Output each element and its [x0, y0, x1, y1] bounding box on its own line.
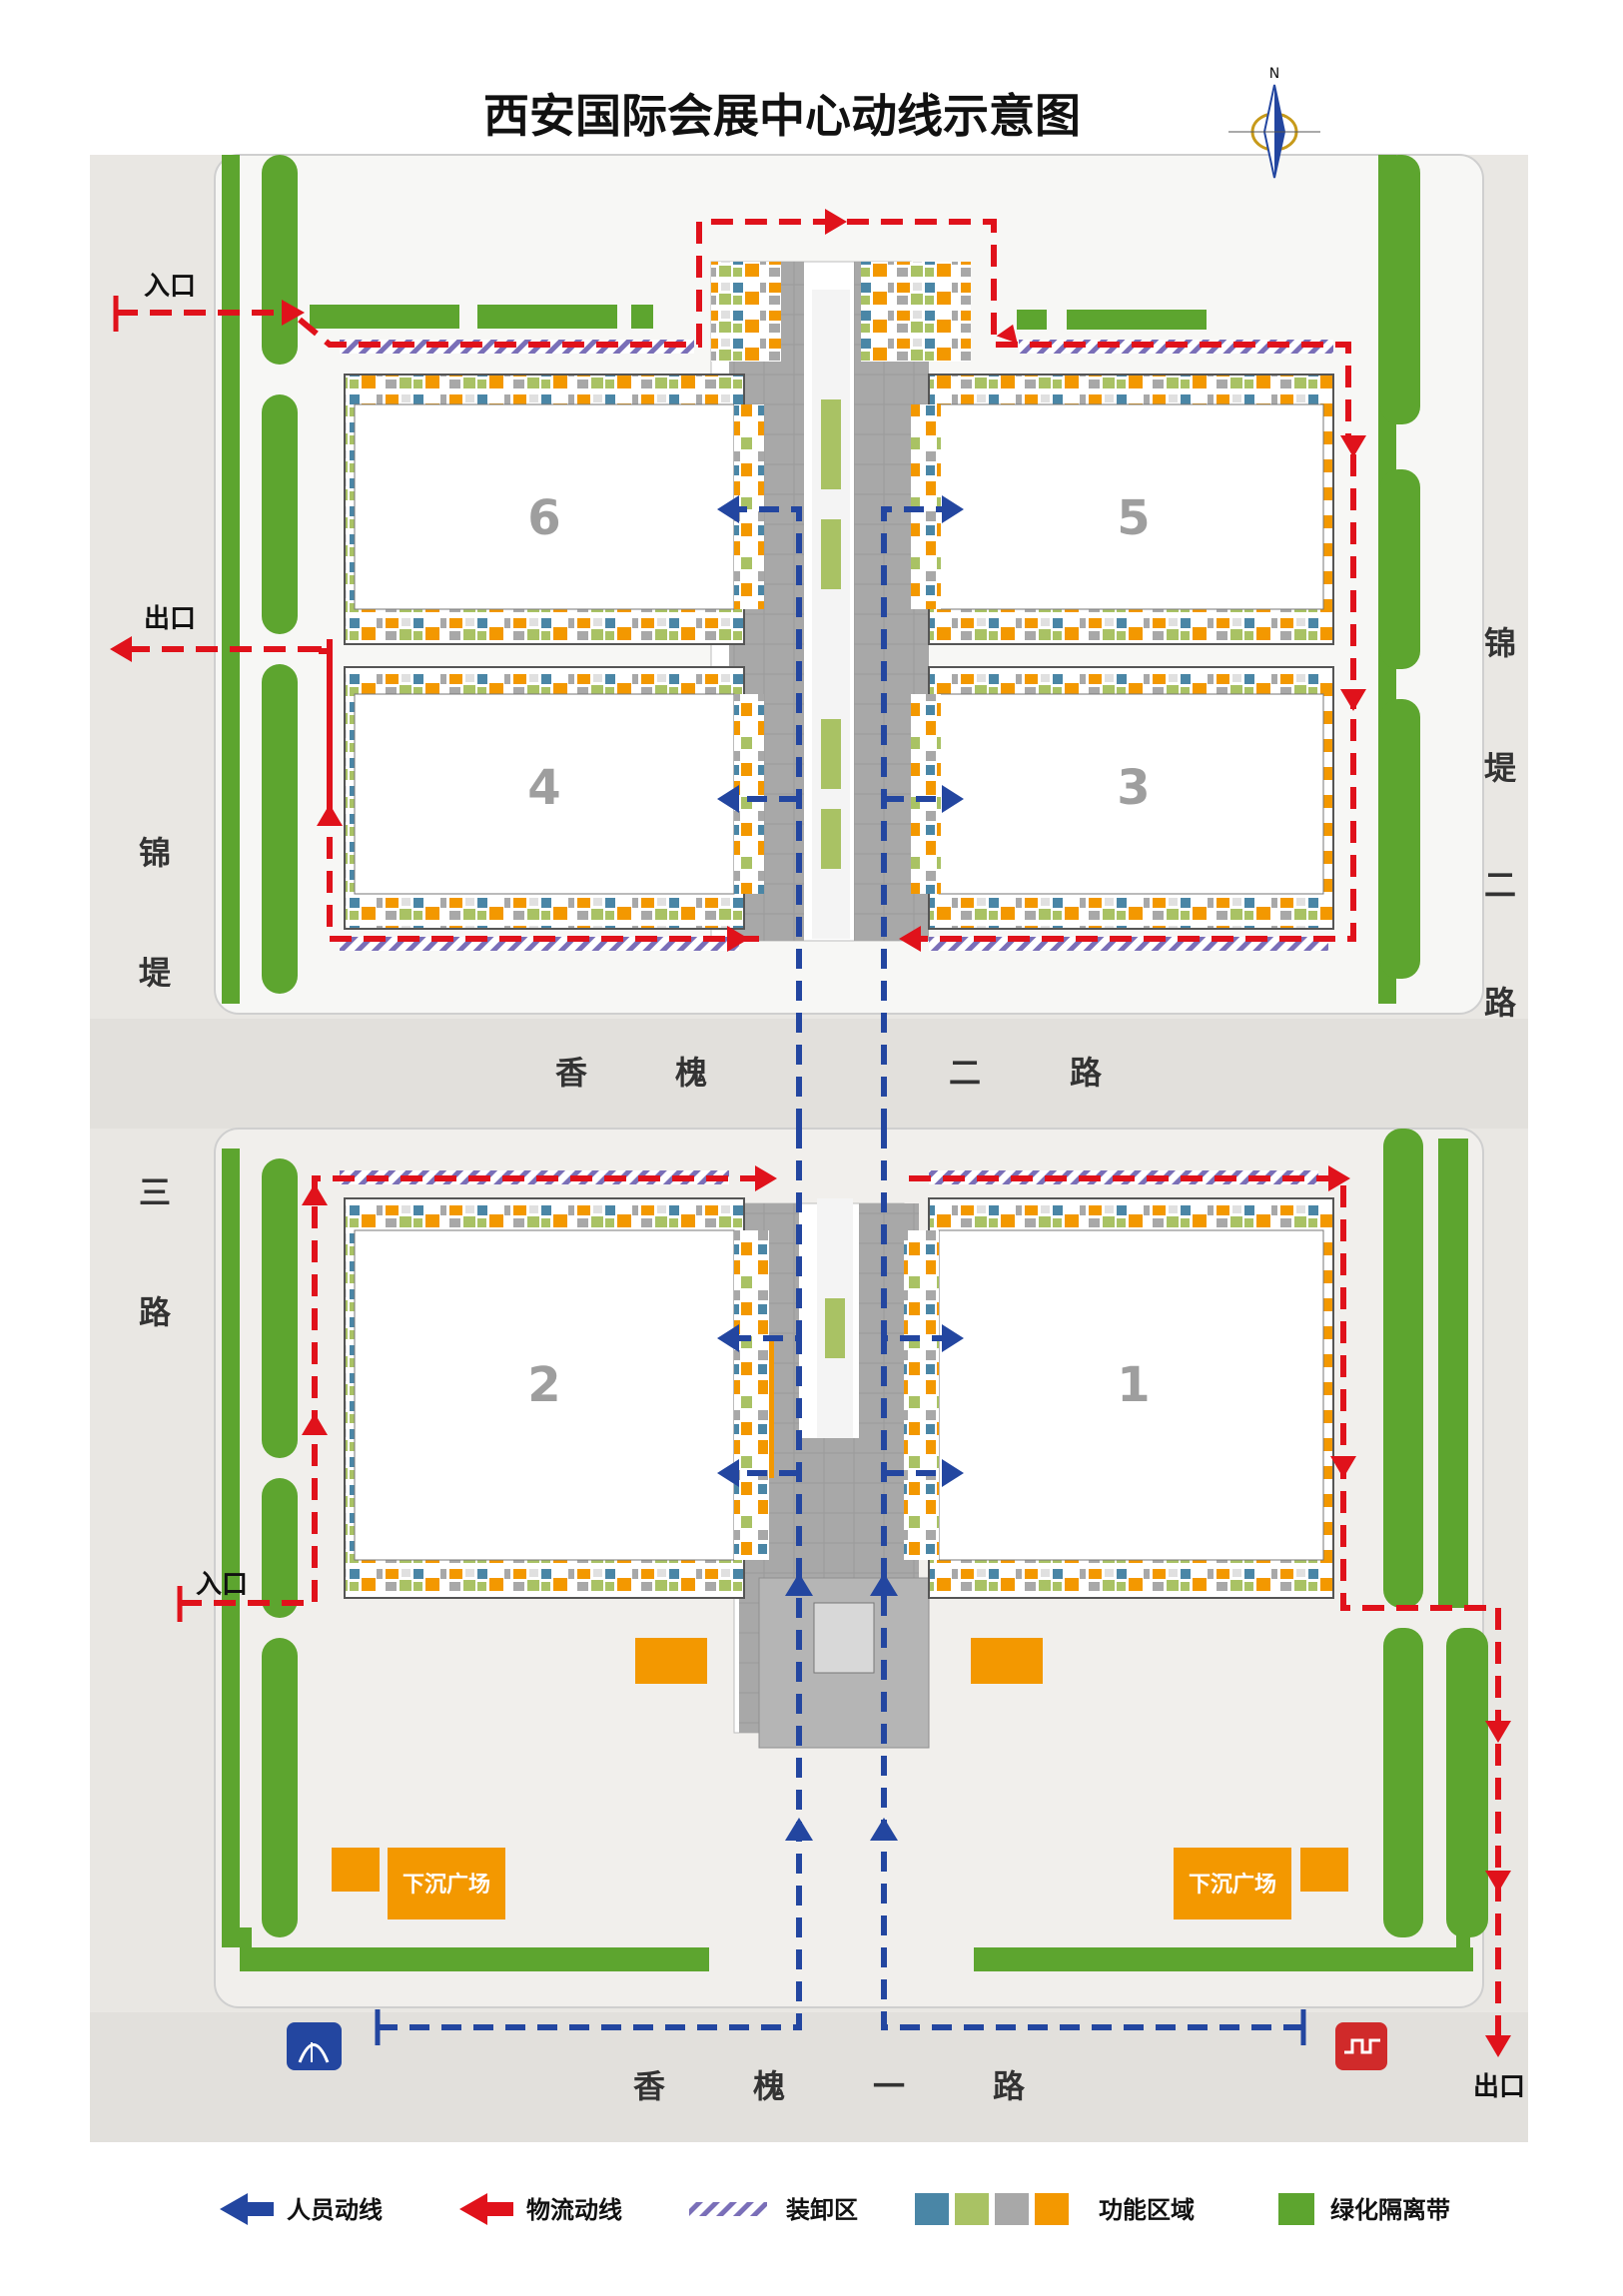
legend-person-flow-label: 人员动线	[287, 2196, 383, 2224]
hall-label-3: 3	[1117, 760, 1150, 816]
sunken-plaza-east: 下沉广场	[1174, 1848, 1291, 1919]
entry-north-label: 入口	[144, 272, 196, 302]
road-west-char-4: 路	[139, 1293, 172, 1331]
legend-person-flow: 人员动线	[220, 2193, 383, 2225]
hall-labels: 6 5 4 3 2 1	[527, 490, 1150, 1413]
map-title: 西安国际会展中心动线示意图	[483, 89, 1081, 143]
hall-label-6: 6	[527, 490, 560, 546]
road-west-char-2: 堤	[139, 954, 172, 992]
hall-label-5: 5	[1117, 490, 1150, 546]
road-middle-char-2: 槐	[675, 1054, 707, 1092]
plaza-east-label: 下沉广场	[1189, 1872, 1276, 1898]
plaza-west-label: 下沉广场	[403, 1872, 490, 1898]
road-east-char-2: 堤	[1484, 749, 1517, 787]
person-gate-bars	[375, 2009, 1306, 2045]
legend-functional-area-label: 功能区域	[1099, 2196, 1195, 2224]
road-east-char-4: 路	[1484, 984, 1517, 1022]
exit-north-label: 出口	[144, 604, 196, 634]
road-middle-char-1: 香	[555, 1054, 587, 1092]
legend-loading-area: 装卸区	[689, 2196, 858, 2224]
green-belts	[222, 155, 1488, 1971]
legend: 人员动线 物流动线 装卸区 功能区域 绿化隔离带	[220, 2193, 1450, 2225]
north-compass-icon: N	[1228, 66, 1320, 179]
sunken-plaza-west: 下沉广场	[388, 1848, 505, 1919]
hall-label-1: 1	[1117, 1357, 1150, 1413]
orange-blocks	[332, 1638, 1348, 1892]
legend-functional-area: 功能区域	[915, 2193, 1195, 2225]
hall-2	[344, 1197, 745, 1599]
hall-label-2: 2	[527, 1357, 560, 1413]
road-middle-char-3: 二	[949, 1054, 981, 1092]
hall-4	[344, 666, 745, 930]
logistics-flow-lines	[116, 219, 1501, 2042]
legend-logistics-flow: 物流动线	[459, 2193, 622, 2225]
road-east-char-3: 二	[1484, 866, 1516, 904]
logistics-arrowheads	[110, 209, 1511, 2057]
metro-logo-icon	[287, 2022, 342, 2070]
road-middle	[90, 1019, 1528, 1129]
road-south-char-2: 槐	[753, 2067, 785, 2105]
person-flow-arrowheads	[717, 495, 964, 1841]
hall-5	[928, 374, 1334, 645]
logistics-flow-west-exit	[126, 646, 333, 809]
road-south-char-1: 香	[633, 2067, 665, 2105]
road-labels: 锦 堤 二 路 锦 堤 三 路 香 槐 二 路 香 槐 一 路	[139, 624, 1517, 2105]
hall-3	[928, 666, 1334, 930]
legend-green-belt-label: 绿化隔离带	[1330, 2196, 1450, 2224]
road-middle-char-4: 路	[1070, 1054, 1103, 1092]
compass-north-label: N	[1269, 66, 1279, 82]
gate-bars	[113, 296, 183, 1622]
road-west-char-1: 锦	[139, 834, 171, 872]
hall-1	[928, 1197, 1334, 1599]
road-west-char-3: 三	[139, 1173, 171, 1211]
road-east-char-1: 锦	[1484, 624, 1516, 662]
legend-logistics-flow-label: 物流动线	[526, 2196, 622, 2224]
transit-logo-icon	[1335, 2022, 1387, 2070]
entry-south-label: 入口	[196, 1570, 248, 1600]
road-south-char-3: 一	[873, 2067, 905, 2105]
legend-loading-area-label: 装卸区	[786, 2196, 858, 2224]
hall-6	[344, 374, 745, 645]
gate-labels: 入口 出口 入口 出口	[144, 272, 1525, 2102]
person-flow-lines	[378, 506, 1303, 2030]
hall-label-4: 4	[527, 760, 560, 816]
road-south-char-4: 路	[993, 2067, 1026, 2105]
legend-green-belt: 绿化隔离带	[1278, 2193, 1450, 2225]
exit-south-label: 出口	[1473, 2072, 1525, 2102]
